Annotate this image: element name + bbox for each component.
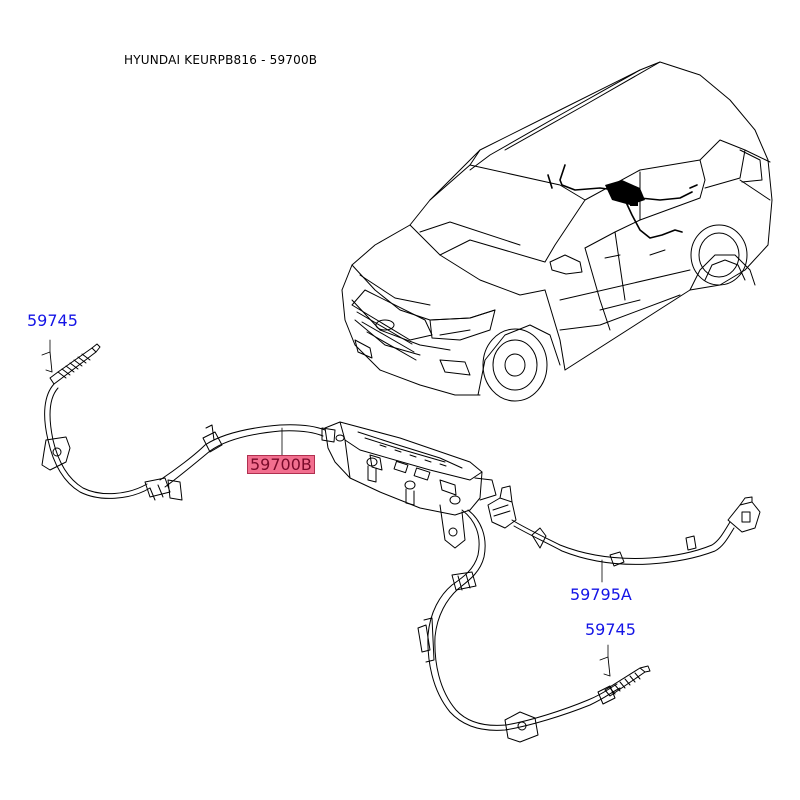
part-label-59700b[interactable]: 59700B	[247, 455, 315, 474]
right-cable-assembly	[417, 509, 651, 743]
left-cable-assembly	[41, 339, 326, 501]
diagram-title: HYUNDAI KEURPB816 - 59700B	[124, 53, 318, 67]
vehicle-illustration	[341, 61, 773, 402]
epb-actuator-module	[321, 421, 497, 549]
part-label-59745-lower[interactable]: 59745	[585, 620, 636, 639]
part-label-59795a[interactable]: 59795A	[570, 585, 632, 604]
wiring-harness	[487, 485, 761, 583]
part-label-59745-upper[interactable]: 59745	[27, 311, 78, 330]
